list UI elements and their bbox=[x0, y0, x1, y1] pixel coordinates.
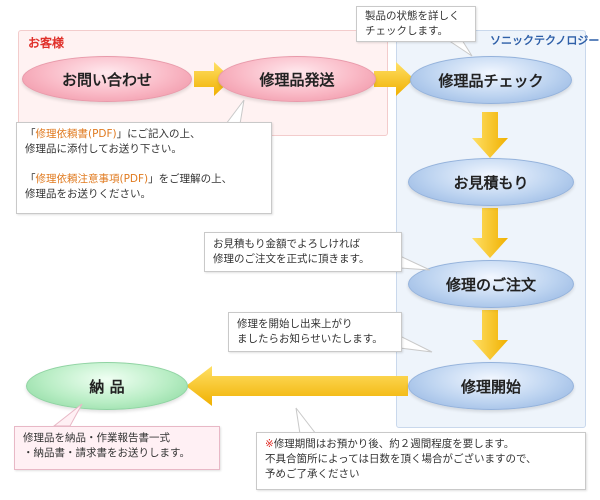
pointer-period-note bbox=[295, 407, 318, 435]
repair-request-form-link[interactable]: 修理依頼書(PDF) bbox=[35, 128, 117, 140]
sonic-region-label: ソニックテクノロジー bbox=[490, 34, 600, 47]
delivery-note-line2: ・納品書・請求書をお送りします。 bbox=[23, 447, 190, 459]
period-note-line1: ※修理期間はお預かり後、約２週間程度を要します。 bbox=[265, 438, 515, 450]
check-note-callout: 製品の状態を詳しく チェックします。 bbox=[356, 6, 476, 42]
node-estimate: お見積もり bbox=[408, 158, 574, 206]
check-note-line1: 製品の状態を詳しく bbox=[365, 10, 460, 22]
start-note-line1: 修理を開始し出来上がり bbox=[237, 318, 353, 330]
note-mark: ※ bbox=[265, 438, 274, 450]
delivery-note-line1: 修理品を納品・作業報告書一式 bbox=[23, 432, 170, 444]
send-note-p2: 「修理依頼注意事項(PDF)」をご理解の上、 bbox=[25, 173, 233, 185]
node-start: 修理開始 bbox=[408, 362, 574, 410]
start-note-callout: 修理を開始し出来上がり ましたらお知らせいたします。 bbox=[228, 312, 402, 352]
node-inquiry: お問い合わせ bbox=[22, 56, 192, 102]
period-note-line3: 予めご了承ください bbox=[265, 468, 360, 480]
send-note-spacer bbox=[25, 157, 263, 172]
period-note-line2: 不具合箇所によっては日数を頂く場合がございますので、 bbox=[265, 453, 537, 465]
repair-notes-link[interactable]: 修理依頼注意事項(PDF) bbox=[35, 173, 149, 185]
start-note-line2: ましたらお知らせいたします。 bbox=[237, 333, 383, 345]
arrow-start-to-delivery bbox=[186, 366, 408, 406]
send-note-p1: 「修理依頼書(PDF)」にご記入の上、 bbox=[25, 128, 201, 140]
node-delivery: 納 品 bbox=[26, 362, 188, 410]
node-check: 修理品チェック bbox=[410, 56, 572, 104]
send-note-p2-line2: 修理品をお送りください。 bbox=[25, 188, 151, 200]
send-note-p1-line2: 修理品に添付してお送り下さい。 bbox=[25, 143, 182, 155]
send-note-callout: 「修理依頼書(PDF)」にご記入の上、 修理品に添付してお送り下さい。 「修理依… bbox=[16, 122, 272, 214]
estimate-note-callout: お見積もり金額でよろしければ 修理のご注文を正式に頂きます。 bbox=[204, 232, 402, 272]
period-note-callout: ※修理期間はお預かり後、約２週間程度を要します。 不具合箇所によっては日数を頂く… bbox=[256, 432, 586, 490]
delivery-note-callout: 修理品を納品・作業報告書一式 ・納品書・請求書をお送りします。 bbox=[14, 426, 220, 470]
node-send: 修理品発送 bbox=[218, 56, 376, 102]
check-note-line2: チェックします。 bbox=[365, 25, 448, 37]
estimate-note-line2: 修理のご注文を正式に頂きます。 bbox=[213, 253, 370, 265]
customer-region-label: お客様 bbox=[28, 36, 65, 50]
estimate-note-line1: お見積もり金額でよろしければ bbox=[213, 238, 360, 250]
node-order: 修理のご注文 bbox=[408, 260, 574, 308]
